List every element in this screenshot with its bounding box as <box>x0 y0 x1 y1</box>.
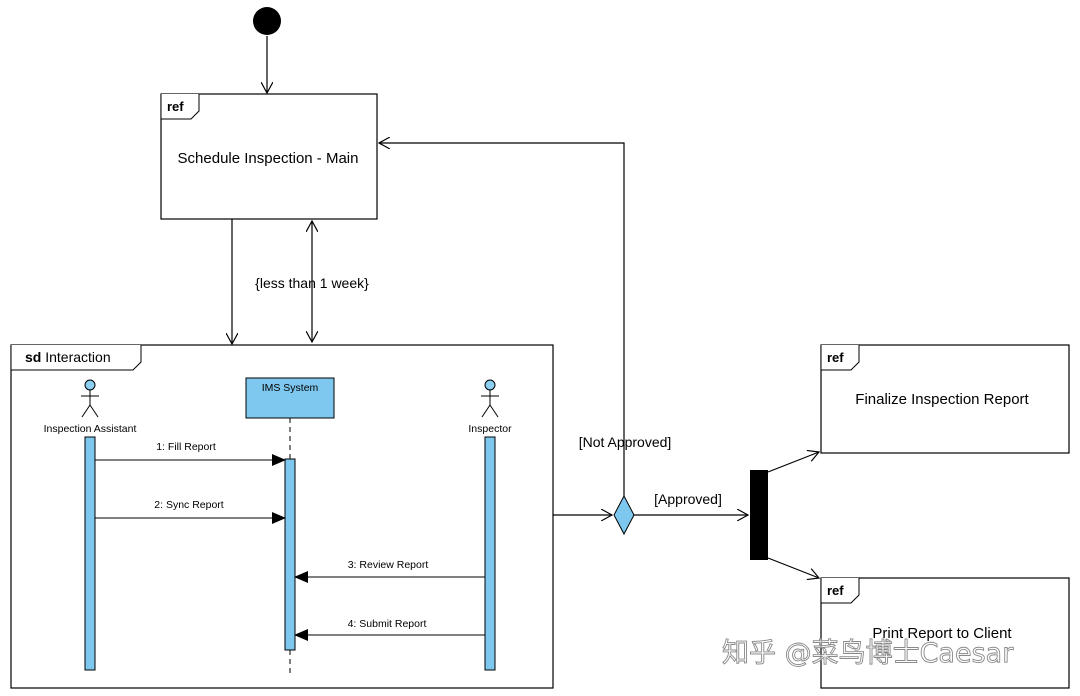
actor-inspector <box>481 379 499 418</box>
message-label-1: 1: Fill Report <box>156 441 216 453</box>
print-frame-label: Print Report to Client <box>872 625 1012 642</box>
activation-bar-assistant <box>84 436 96 671</box>
fork-bar <box>750 470 768 560</box>
actor-inspector-label: Inspector <box>468 423 512 435</box>
finalize-frame-label: Finalize Inspection Report <box>855 391 1029 408</box>
finalize-frame-tag: ref <box>827 350 844 365</box>
actor-inspection-assistant <box>81 379 99 418</box>
schedule-frame-label: Schedule Inspection - Main <box>178 150 359 167</box>
approved-guard: [Approved] <box>654 491 722 507</box>
message-label-2: 2: Sync Report <box>154 499 224 511</box>
schedule-frame-tag: ref <box>167 99 184 114</box>
duration-constraint-label: {less than 1 week} <box>255 275 369 291</box>
actor-inspection-assistant-label: Inspection Assistant <box>44 423 137 435</box>
activation-bar-inspector <box>484 436 496 671</box>
fork-to-print-flow <box>767 557 819 578</box>
message-label-4: 4: Submit Report <box>348 618 427 630</box>
lifeline-ims-system-label: IMS System <box>262 382 319 394</box>
schedule-inspection-frame: ref Schedule Inspection - Main <box>160 93 378 220</box>
activation-bar-ims-system <box>284 458 296 651</box>
print-frame-tag: ref <box>827 583 844 598</box>
not-approved-guard: [Not Approved] <box>579 434 672 450</box>
finalize-report-frame: ref Finalize Inspection Report <box>820 344 1070 454</box>
watermark: 知乎 @菜鸟博士Caesar <box>722 638 1014 669</box>
decision-node <box>613 494 635 536</box>
message-label-3: 3: Review Report <box>348 559 429 571</box>
interaction-frame-tag: sd Interaction <box>25 349 111 365</box>
print-report-frame: ref Print Report to Client <box>820 577 1070 689</box>
fork-to-finalize-flow <box>767 452 819 473</box>
initial-node <box>253 7 281 35</box>
not-approved-flow <box>379 143 625 496</box>
